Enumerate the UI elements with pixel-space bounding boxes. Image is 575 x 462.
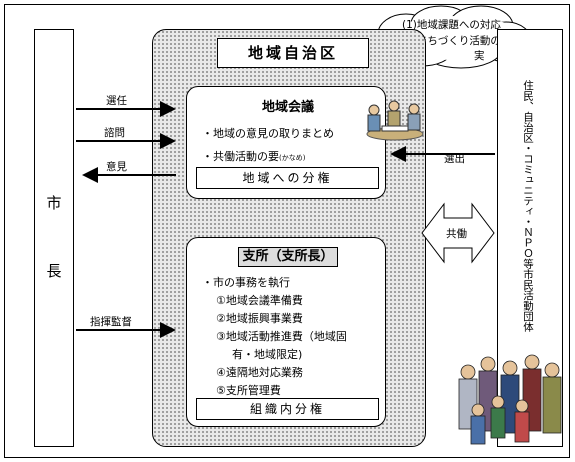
elect-label: 選出 bbox=[444, 153, 465, 165]
cooperate-double-arrow bbox=[421, 202, 495, 264]
cloud-line-1: (1)地域課題への対応 bbox=[402, 19, 501, 31]
residents-label: 住民、自治区・コミュニティ・ＮＰＯ等市民活動団体 bbox=[522, 80, 534, 332]
crowd-illustration bbox=[458, 354, 562, 445]
branch-duty-3-cont: 有・地域限定) bbox=[232, 348, 303, 361]
consult-label: 諮問 bbox=[104, 127, 125, 139]
council-item-2-text: ・共働活動の要 bbox=[202, 150, 279, 163]
opinion-label: 意見 bbox=[106, 161, 127, 173]
branch-duty-5: ⑤支所管理費 bbox=[216, 384, 281, 397]
branch-duty-3: ③地域活動推進費（地域固 bbox=[216, 330, 347, 343]
district-title: 地域自治区 bbox=[217, 38, 369, 68]
direct-label: 指揮監督 bbox=[90, 316, 132, 328]
council-decentral-box: 地域への分権 bbox=[196, 167, 379, 189]
branch-duty-2: ②地域振興事業費 bbox=[216, 312, 303, 325]
branch-intro: ・市の事務を執行 bbox=[202, 276, 290, 289]
mayor-char-2: 長 bbox=[46, 262, 62, 280]
mayor-box: 市 長 bbox=[34, 29, 74, 447]
cloud-line-3: 実 bbox=[474, 50, 485, 62]
council-item-2: ・共働活動の要(かなめ) bbox=[202, 148, 305, 164]
council-item-2-reading: (かなめ) bbox=[279, 154, 306, 162]
council-title: 地域会議 bbox=[261, 100, 314, 115]
outer-frame bbox=[4, 4, 570, 458]
branch-box bbox=[186, 237, 386, 427]
branch-decentral-box: 組織内分権 bbox=[196, 398, 379, 420]
council-item-1: ・地域の意見の取りまとめ bbox=[202, 127, 334, 140]
meeting-people-illustration bbox=[366, 100, 424, 141]
appoint-label: 選任 bbox=[106, 95, 127, 107]
branch-title: 支所（支所長） bbox=[238, 247, 338, 267]
cloud-line-2: (2)まちづくり活動の充 bbox=[402, 35, 512, 47]
branch-duty-4: ④遠隔地対応業務 bbox=[216, 366, 303, 379]
cooperate-label: 共働 bbox=[446, 228, 467, 240]
mayor-char-1: 市 bbox=[46, 194, 62, 212]
branch-duty-1: ①地域会議準備費 bbox=[216, 294, 303, 307]
